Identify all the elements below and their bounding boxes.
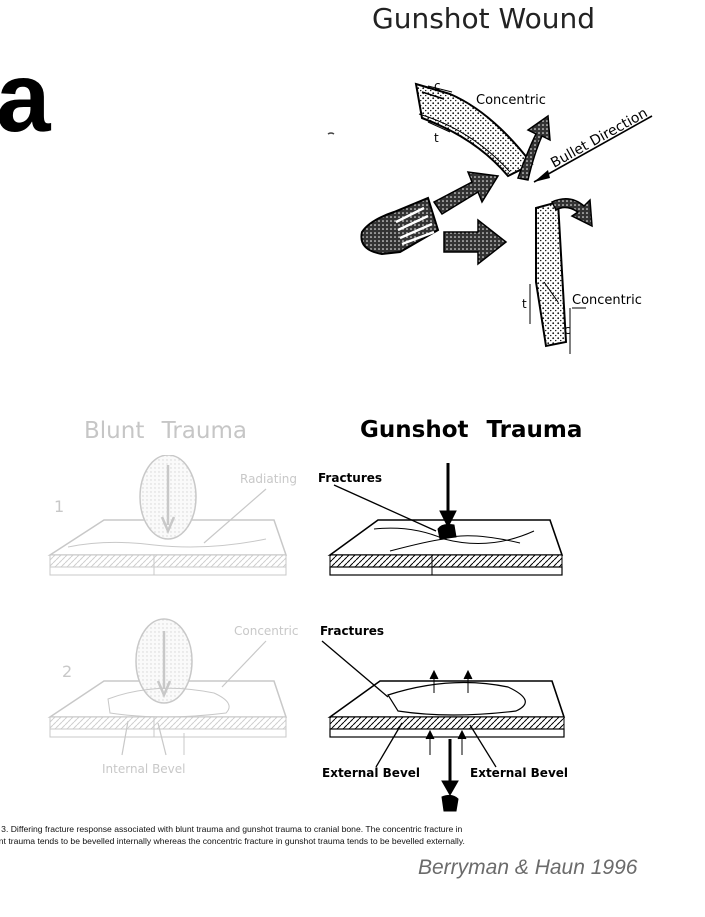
label-internal-bevel: Internal Bevel [102, 762, 186, 776]
label-concentric-blunt: Concentric [234, 624, 298, 638]
arrow-up-right [432, 171, 500, 216]
gunshot-wound-diagram: c t Concentric Bullet Direction t c Conc… [327, 79, 653, 354]
label-c-top: c [434, 79, 441, 93]
bullet-direction-arrow: Bullet Direction [533, 105, 653, 183]
blunt-trauma-panel-1: 1 Radiating [47, 455, 297, 576]
label-fractures-1: Fractures [318, 471, 382, 485]
label-concentric-top: Concentric [476, 93, 546, 108]
label-external-bevel-right: External Bevel [470, 766, 568, 780]
lower-deflection-arrow [550, 198, 593, 228]
label-radiating: Radiating [240, 472, 297, 486]
arrow-right [443, 218, 508, 266]
caption-line-1: g 3. Differing fracture response associa… [0, 824, 463, 834]
stray-mark [327, 132, 335, 135]
label-concentric-bottom: Concentric [572, 293, 642, 308]
panel-number-2: 2 [62, 662, 72, 681]
gunshot-trauma-panel-2: Fractures External Bevel External Bevel [320, 624, 568, 812]
figure-caption: g 3. Differing fracture response associa… [0, 823, 705, 847]
label-fractures-2: Fractures [320, 624, 384, 638]
label-t-bottom: t [522, 297, 527, 311]
upper-deflection-arrow [517, 114, 551, 181]
label-t-top: t [434, 131, 439, 145]
blunt-trauma-panel-2: 2 Concentric Internal Bevel [47, 618, 298, 776]
label-c-bottom: c [564, 323, 571, 337]
trauma-comparison-diagram: 1 Radiating Fractures 2 Conce [47, 455, 568, 812]
label-external-bevel-left: External Bevel [322, 766, 420, 780]
lower-bone-fragment [535, 200, 568, 348]
panel-number-1: 1 [54, 497, 64, 516]
blunt-trauma-title: Blunt Trauma [84, 418, 247, 444]
gunshot-trauma-title: Gunshot Trauma [360, 417, 583, 443]
slide-title-fragment: a [0, 42, 51, 152]
gunshot-wound-title: Gunshot Wound [372, 2, 595, 35]
upper-bone-fragment [414, 82, 534, 178]
gunshot-trauma-panel-1: Fractures [318, 463, 564, 576]
caption-line-2: unt trauma tends to be bevelled internal… [0, 836, 465, 846]
bullet-fragment [360, 196, 440, 256]
citation: Berryman & Haun 1996 [418, 856, 638, 879]
label-bullet-direction: Bullet Direction [548, 105, 650, 171]
